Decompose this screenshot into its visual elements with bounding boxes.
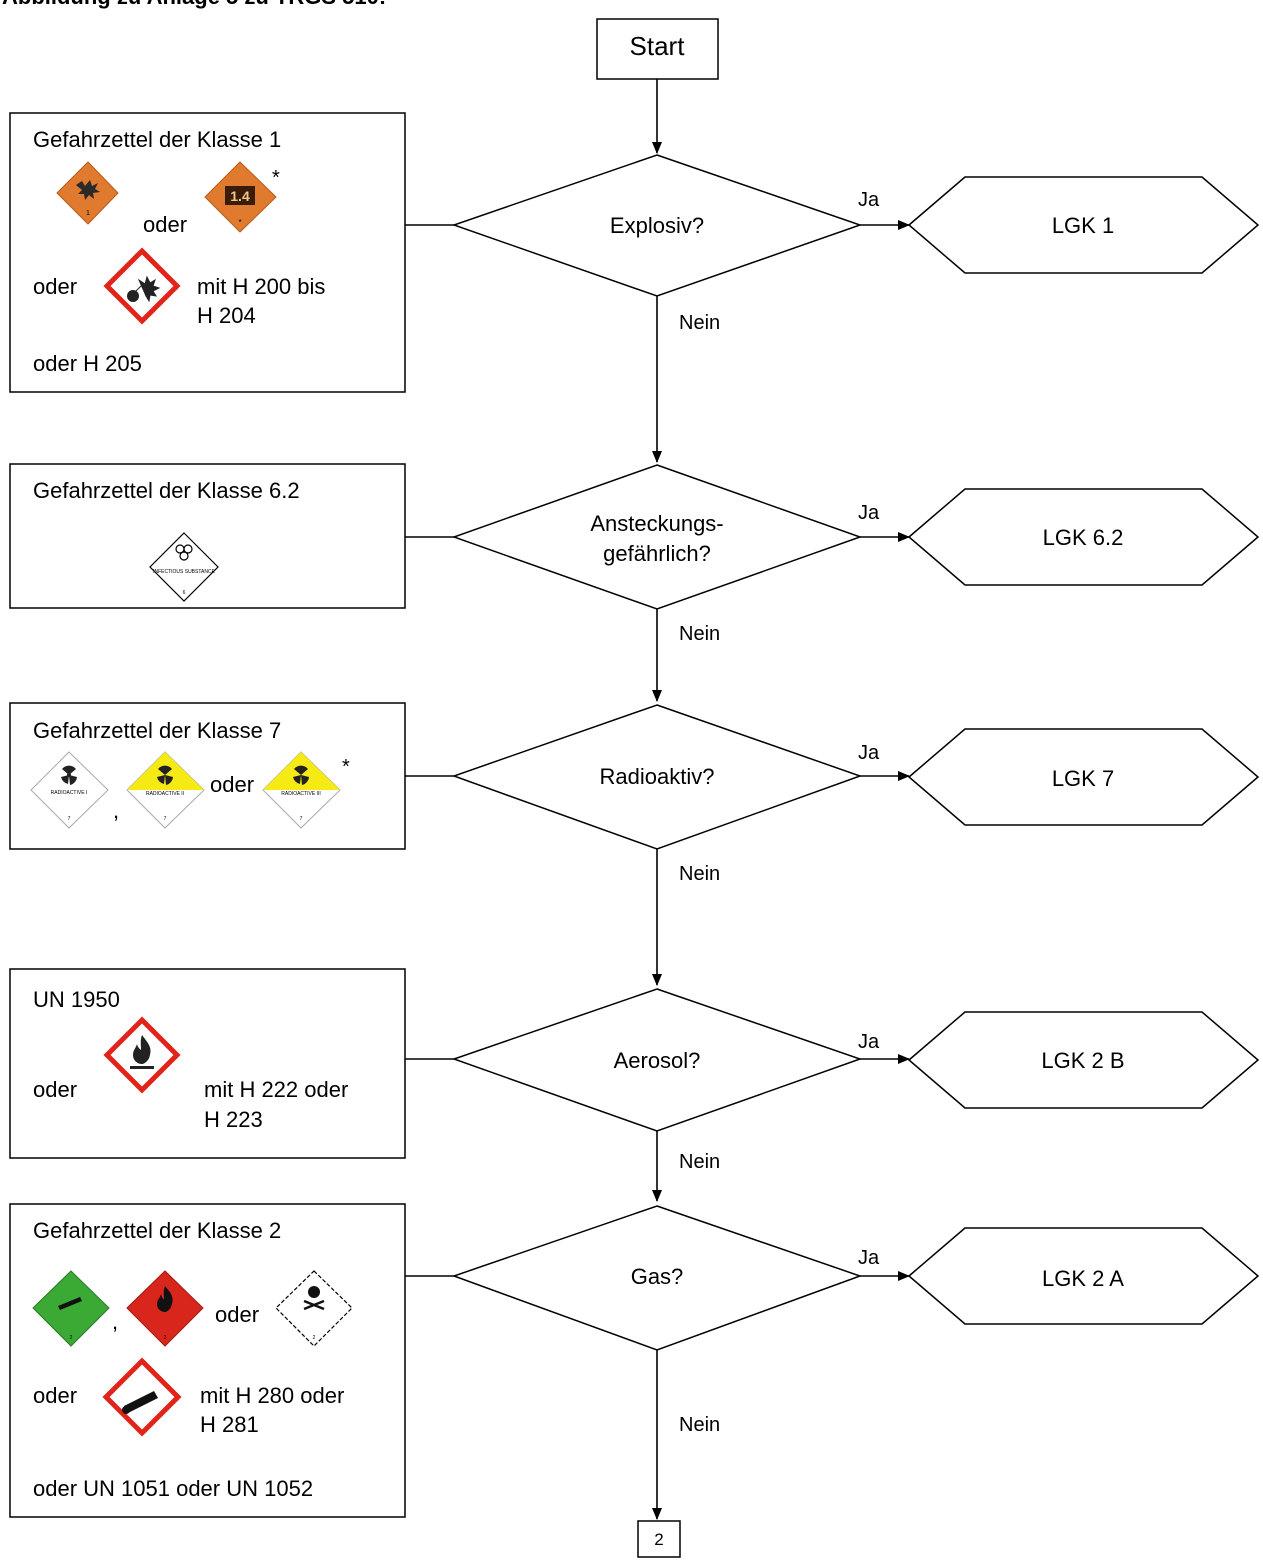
radioactive-i-icon: RADIOACTIVE I 7	[30, 751, 109, 829]
decision-ansteckung-label-1: Ansteckungs-	[590, 511, 723, 536]
svg-text:*: *	[238, 218, 241, 227]
result-lgk-7	[907, 728, 1260, 826]
svg-text:2: 2	[164, 1335, 167, 1341]
toxic-gas-icon: 2	[275, 1270, 353, 1347]
result-lgk-1	[907, 176, 1260, 274]
no-label: Nein	[679, 863, 720, 885]
result-lgk-6-2	[907, 488, 1260, 586]
criteria-box-5	[9, 1203, 406, 1518]
svg-text:7: 7	[300, 816, 303, 822]
yes-label: Ja	[858, 742, 880, 764]
result-lgk-6-2-label: LGK 6.2	[1043, 525, 1124, 550]
page-title: Abbildung zu Anlage 5 zu TRGS 510:	[2, 0, 386, 9]
non-flammable-gas-icon: 2	[32, 1270, 110, 1347]
result-lgk-2b-label: LGK 2 B	[1041, 1048, 1124, 1073]
oder-text: oder	[215, 1302, 259, 1327]
ghs-gas-cylinder-icon	[102, 1357, 182, 1437]
continuation-label: 2	[654, 1530, 663, 1549]
decision-ansteckung-label-2: gefährlich?	[603, 541, 711, 566]
svg-text:7: 7	[68, 816, 71, 822]
criteria-3-title: Gefahrzettel der Klasse 7	[33, 718, 281, 743]
criteria-5-line3: oder UN 1051 oder UN 1052	[33, 1476, 313, 1501]
ghs-flame-icon	[103, 1016, 181, 1094]
oder-text: oder	[210, 772, 254, 797]
no-label: Nein	[679, 623, 720, 645]
criteria-4-line2b: H 223	[204, 1107, 263, 1132]
no-label: Nein	[679, 1414, 720, 1436]
oder-text: oder	[143, 212, 187, 237]
decision-aerosol	[451, 988, 863, 1132]
radioactive-iii-icon: RADIOACTIVE III 7	[262, 751, 341, 829]
criteria-5-line2a: mit H 280 oder	[200, 1383, 344, 1408]
no-label: Nein	[679, 312, 720, 334]
criteria-5-title: Gefahrzettel der Klasse 2	[33, 1218, 281, 1243]
comma-text: ,	[113, 798, 119, 823]
start-box	[596, 18, 719, 80]
oder-text: oder	[33, 1077, 77, 1102]
svg-text:RADIOACTIVE II: RADIOACTIVE II	[146, 791, 184, 797]
result-lgk-2a-label: LGK 2 A	[1042, 1266, 1124, 1291]
footnote-asterisk: *	[342, 756, 350, 778]
svg-text:2: 2	[70, 1335, 73, 1341]
explosive-class-1-4-icon: 1.4 *	[204, 161, 277, 233]
decision-explosiv-label: Explosiv?	[610, 213, 704, 238]
decision-aerosol-label: Aerosol?	[614, 1048, 701, 1073]
svg-text:INFECTIOUS SUBSTANCE: INFECTIOUS SUBSTANCE	[153, 569, 216, 575]
decision-gas	[451, 1205, 863, 1351]
ghs-exploding-bomb-icon	[103, 247, 181, 325]
criteria-box-4	[9, 968, 406, 1159]
criteria-2-title: Gefahrzettel der Klasse 6.2	[33, 478, 300, 503]
infectious-substance-icon: INFECTIOUS SUBSTANCE 6	[149, 532, 219, 602]
start-label: Start	[630, 31, 686, 61]
svg-text:1.4: 1.4	[230, 188, 250, 204]
svg-text:7: 7	[164, 816, 167, 822]
explosive-class-1-icon: 1	[56, 161, 119, 225]
yes-label: Ja	[858, 1031, 880, 1053]
svg-text:2: 2	[313, 1335, 316, 1341]
criteria-1-line2b: H 204	[197, 303, 256, 328]
no-label: Nein	[679, 1151, 720, 1173]
oder-text: oder	[33, 1383, 77, 1408]
result-lgk-7-label: LGK 7	[1052, 766, 1114, 791]
svg-text:1: 1	[86, 210, 90, 217]
yes-label: Ja	[858, 1247, 880, 1269]
continuation-box	[637, 1520, 681, 1558]
criteria-1-line2a: mit H 200 bis	[197, 274, 325, 299]
oder-text: oder	[33, 274, 77, 299]
svg-text:6: 6	[183, 590, 186, 596]
decision-ansteckung	[451, 464, 863, 610]
result-lgk-2a	[907, 1227, 1260, 1325]
svg-text:RADIOACTIVE III: RADIOACTIVE III	[281, 791, 320, 797]
criteria-4-line2a: mit H 222 oder	[204, 1077, 348, 1102]
decision-explosiv	[451, 154, 863, 297]
criteria-1-title: Gefahrzettel der Klasse 1	[33, 127, 281, 152]
criteria-4-title: UN 1950	[33, 987, 120, 1012]
flammable-gas-icon: 2	[126, 1270, 204, 1347]
yes-label: Ja	[858, 502, 880, 524]
result-lgk-1-label: LGK 1	[1052, 213, 1114, 238]
radioactive-ii-icon: RADIOACTIVE II 7	[126, 751, 205, 829]
svg-text:RADIOACTIVE I: RADIOACTIVE I	[51, 790, 88, 796]
decision-radioaktiv-label: Radioaktiv?	[600, 764, 715, 789]
footnote-asterisk: *	[272, 167, 280, 189]
criteria-box-1	[9, 112, 406, 393]
decision-gas-label: Gas?	[631, 1264, 684, 1289]
criteria-1-line3: oder H 205	[33, 351, 142, 376]
result-lgk-2b	[907, 1011, 1260, 1109]
yes-label: Ja	[858, 189, 880, 211]
criteria-box-2	[9, 463, 406, 609]
decision-radioaktiv	[451, 704, 863, 850]
comma-text: ,	[112, 1309, 118, 1334]
criteria-5-line2b: H 281	[200, 1412, 259, 1437]
